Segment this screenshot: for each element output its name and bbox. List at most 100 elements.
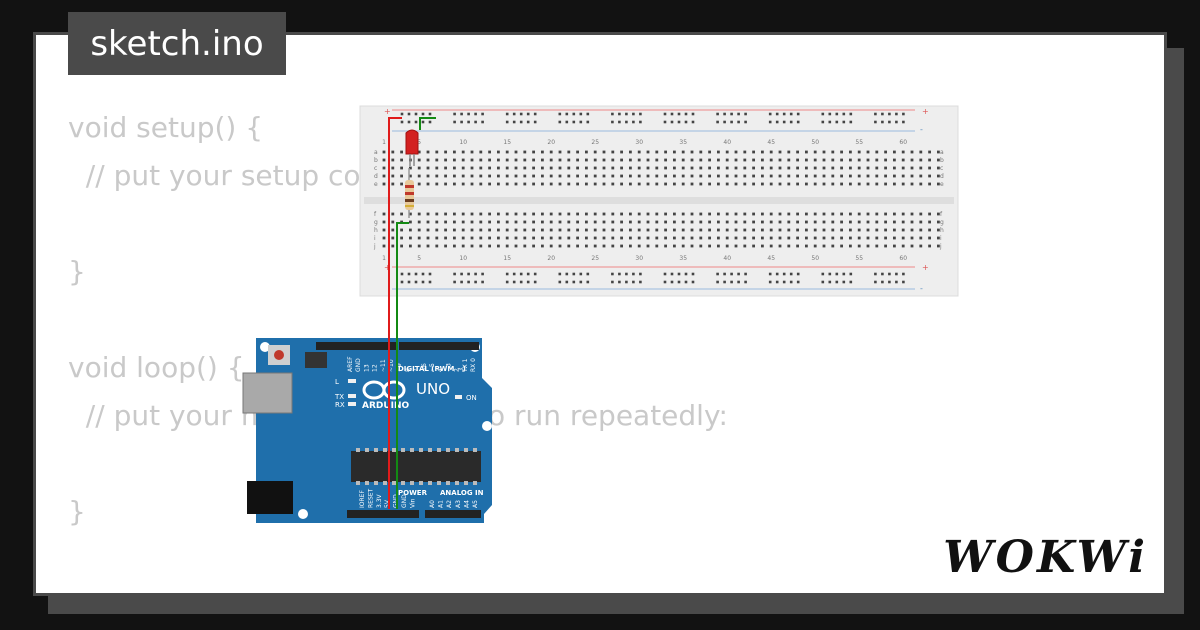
resistor-component[interactable] [405,168,414,218]
row-letter: e [940,181,944,188]
pin-label: A3 [455,500,462,508]
column-number: 40 [723,139,731,146]
board-led [348,394,356,398]
arduino-logo-icon [362,380,406,400]
wire-red[interactable] [388,117,402,509]
mount-hole [482,421,492,431]
pin-label: 5V [384,499,391,508]
pin-label: 8 [404,368,411,372]
code-line: } [68,255,86,288]
code-line: void setup() { [68,111,264,144]
arduino-brand: ARDUINO [362,401,410,411]
digital-label: DIGITAL (PWM ~) [398,365,466,373]
row-letter: b [374,157,378,164]
pin-label: ~11 [380,359,387,372]
pin-label: A4 [463,500,470,508]
power-label: POWER [398,489,428,497]
row-letter: b [940,157,944,164]
pin-label: GND [401,494,408,508]
file-tab-label: sketch.ino [90,23,264,64]
pin-label: A1 [438,500,445,508]
column-number: 25 [591,255,599,262]
row-letter: f [374,211,377,218]
board-led [348,379,356,383]
rail-plus-label: + [922,107,929,116]
file-tab[interactable]: sketch.ino [68,12,286,75]
row-letter: h [374,227,378,234]
column-number: 40 [723,255,731,262]
usb-port [242,372,293,414]
pin-label: RX 0 [470,358,477,372]
row-letter: c [374,165,377,172]
pin-label: A0 [429,500,436,508]
column-number: 55 [855,139,863,146]
wire-green-resistor[interactable] [396,222,409,509]
rail-plus-label: + [384,107,391,116]
rail-plus-label: + [384,263,391,272]
icsp-header [305,352,327,368]
pin-label: ~5 [429,363,436,372]
breadboard-center-channel [364,197,954,204]
column-number: 1 [382,139,386,146]
row-letter: d [940,173,944,180]
row-letter: e [374,181,378,188]
board-led-label: RX [335,401,345,409]
column-number: 10 [459,139,467,146]
board-led-label: TX [334,393,344,401]
led-component[interactable] [405,129,419,166]
column-number: 20 [547,139,555,146]
power-jack [247,481,293,514]
pin-label: ~6 [421,363,428,372]
board-led-label: L [335,378,339,386]
column-number: 15 [503,139,511,146]
breadboard-labels: 1155101015152020252530303535404045455050… [373,107,944,293]
column-number: 60 [899,139,907,146]
row-letter: j [939,243,942,250]
pin-label: ~10 [388,359,395,372]
row-letter: g [940,219,944,226]
row-letter: a [374,149,378,156]
column-number: 30 [635,255,643,262]
on-label: ON [466,394,477,402]
pin-label: 4 [437,368,444,372]
arduino-model: UNO [416,380,450,398]
wokwi-logo: WOKWi [943,532,1148,583]
wokwi-logo-text: WOKWi [943,532,1148,583]
on-led [455,395,462,399]
code-line: void loop() { [68,351,245,384]
row-letter: g [374,219,378,226]
wire-green-led[interactable] [419,117,436,130]
digital-header-left [316,342,396,350]
pin-label: A2 [446,500,453,508]
led-icon [405,129,419,155]
row-letter: i [374,235,376,242]
breadboard-holes [382,150,940,248]
row-letter: a [940,149,944,156]
breadboard[interactable]: 1155101015152020252530303535404045455050… [359,105,959,297]
pin-label: 3.3V [376,493,383,508]
pin-label: IOREF [359,490,366,508]
mount-hole [298,509,308,519]
power-header [347,510,419,518]
pin-label: A5 [472,500,479,508]
rail-minus-label: - [920,125,923,134]
pin-label: GND [355,358,362,372]
pin-label: 7 [413,368,420,372]
column-number: 30 [635,139,643,146]
column-number: 1 [382,255,386,262]
pin-label: AREF [347,356,354,372]
column-number: 50 [811,139,819,146]
code-line: } [68,495,86,528]
column-number: 5 [417,255,421,262]
pin-label: ~9 [396,363,403,372]
digital-header-right [399,342,479,350]
column-number: 15 [503,255,511,262]
column-number: 35 [679,139,687,146]
pin-label: RESET [367,488,374,508]
mount-hole [260,342,270,352]
column-number: 25 [591,139,599,146]
rail-plus-label: + [922,263,929,272]
